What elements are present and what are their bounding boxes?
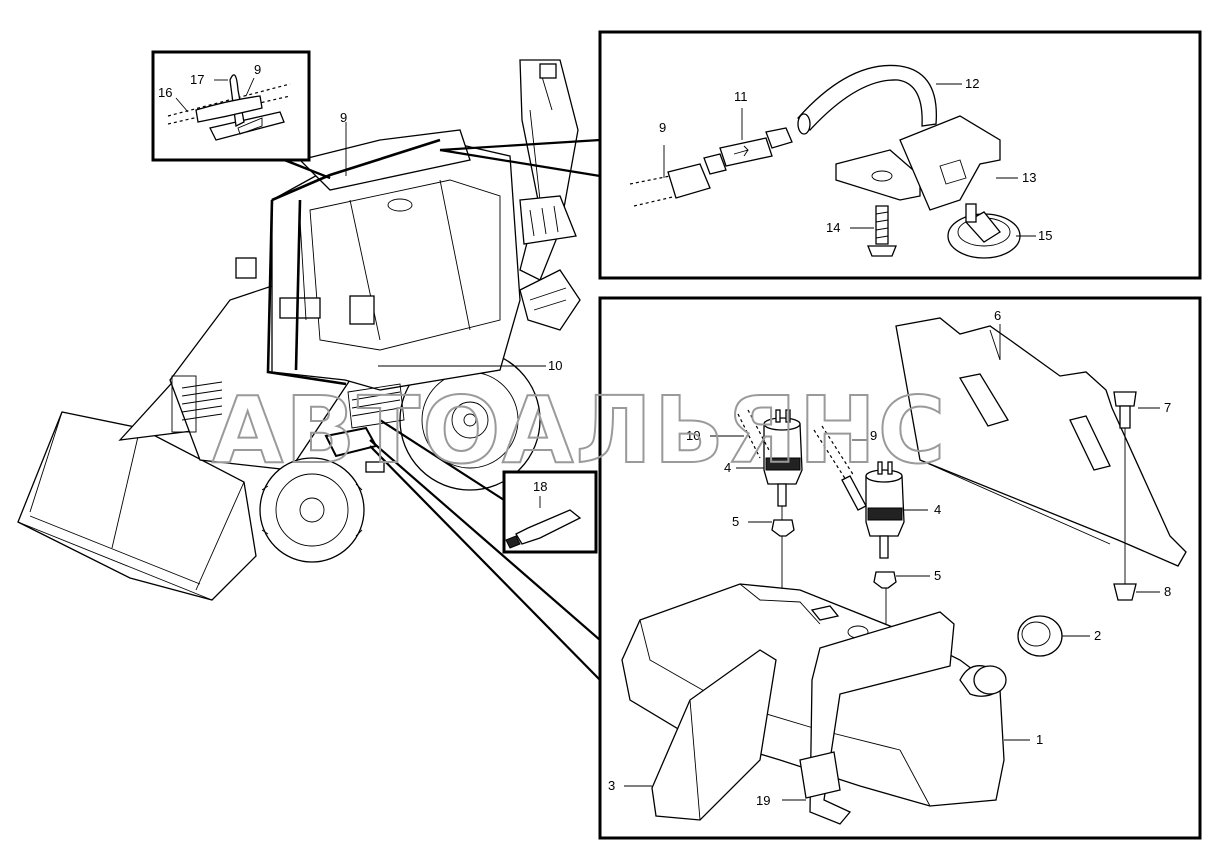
screw-14 (850, 205, 897, 257)
callout-9-machine: 9 (340, 110, 347, 125)
detail-tank-box: 6 7 10 9 4 4 5 5 8 2 1 3 19 (598, 296, 1202, 840)
callout-4-right: 4 (934, 502, 941, 517)
grille (171, 375, 223, 433)
callout-13: 13 (1022, 170, 1036, 185)
detail-nozzle-box: 9 11 12 13 14 15 (598, 30, 1202, 280)
callout-10-machine: 10 (548, 358, 562, 373)
nozzle-15 (947, 203, 1036, 259)
hose-9 (629, 145, 711, 207)
filler-cap-2 (1017, 615, 1090, 657)
callout-15: 15 (1038, 228, 1052, 243)
front-wheel (259, 457, 365, 563)
hose-route (266, 138, 441, 386)
inset-hose-clip: 17 9 16 (151, 50, 331, 180)
backhoe-arm (519, 59, 581, 331)
bolt-7 (1113, 391, 1160, 586)
callout-10-main: 10 (686, 428, 700, 443)
check-valve-11 (703, 108, 793, 175)
cab (235, 129, 521, 391)
callout-1: 1 (1036, 732, 1043, 747)
callout-12: 12 (965, 76, 979, 91)
callout-18: 18 (533, 479, 547, 494)
callout-3: 3 (608, 778, 615, 793)
detail-sealant-box: 18 (502, 470, 598, 554)
callout-5-right: 5 (934, 568, 941, 583)
callout-6: 6 (994, 308, 1001, 323)
callout-4-left: 4 (724, 460, 731, 475)
grommet-5-left (748, 519, 795, 537)
hose-12 (797, 64, 962, 135)
washer-pump-4-right (813, 425, 928, 626)
callout-2: 2 (1094, 628, 1101, 643)
shield-plate-6 (895, 317, 1187, 567)
callout-5-left: 5 (732, 514, 739, 529)
callout-17: 17 (190, 72, 204, 87)
callout-16: 16 (158, 85, 172, 100)
callout-7: 7 (1164, 400, 1171, 415)
callout-8: 8 (1164, 584, 1171, 599)
callout-9-main: 9 (870, 428, 877, 443)
grommet-5-right (873, 571, 930, 589)
bracket-13 (835, 115, 1018, 211)
callout-19: 19 (756, 793, 770, 808)
callout-9-top: 9 (659, 120, 666, 135)
callout-11: 11 (734, 89, 748, 104)
loader-bucket (17, 411, 257, 601)
bracket-3 (624, 649, 777, 821)
callout-9-inset: 9 (254, 62, 261, 77)
connector-lines (279, 138, 601, 681)
strap-19 (782, 611, 955, 825)
washer-pump-4-left (710, 409, 803, 600)
watermark: АВТОАЛЬЯНС (212, 377, 947, 484)
nut-8 (1113, 583, 1160, 601)
callout-14: 14 (826, 220, 840, 235)
